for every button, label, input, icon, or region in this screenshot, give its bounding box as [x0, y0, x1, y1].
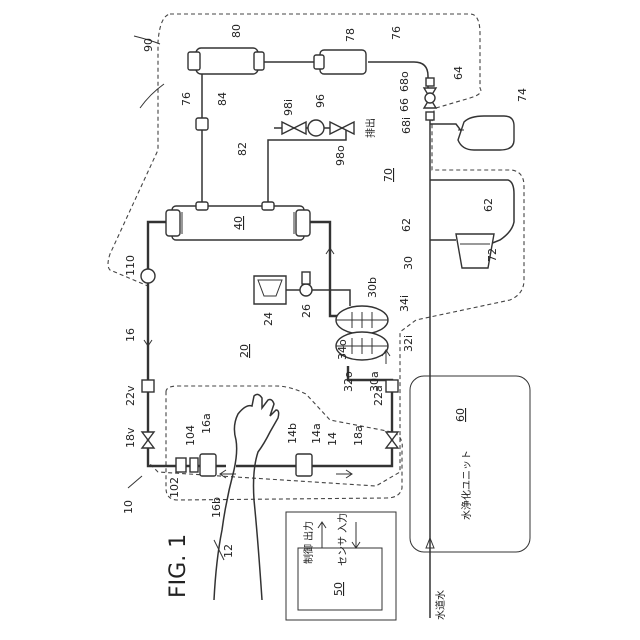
control-output-label: 制御 出力 — [302, 521, 315, 564]
label-70: 70 — [382, 168, 395, 182]
label-34o: 34o — [336, 339, 349, 360]
label-26: 26 — [300, 304, 313, 318]
water-purification-unit-label: 水浄化ユニット — [460, 450, 473, 520]
sensor-22a — [386, 380, 398, 392]
label-80: 80 — [230, 24, 243, 38]
clamp-18a — [386, 432, 398, 448]
label-16: 16 — [124, 328, 137, 342]
label-74: 74 — [516, 88, 529, 102]
container-74 — [458, 116, 514, 150]
tap-water-label: 水道水 — [434, 590, 447, 620]
japanese-labels: 排出 水道水 水浄化ユニット 制御 出力 センサ 入力 — [302, 118, 473, 620]
label-16b: 16b — [210, 497, 223, 518]
pressure-sensor-110 — [141, 269, 155, 283]
label-64: 64 — [452, 66, 465, 80]
label-14b: 14b — [286, 423, 299, 444]
label-78: 78 — [344, 28, 357, 42]
label-84: 84 — [216, 92, 229, 106]
boundary-20 — [166, 386, 402, 500]
connector-104 — [190, 458, 198, 472]
sensor-input-label: センサ 入力 — [336, 513, 349, 566]
label-50: 50 — [332, 582, 345, 596]
label-110: 110 — [124, 255, 137, 276]
line-82 — [268, 128, 346, 208]
valve-26 — [300, 272, 312, 296]
label-98i: 98i — [282, 99, 295, 116]
label-24: 24 — [262, 312, 275, 326]
pump-96-with-valves — [274, 120, 354, 136]
label-18a: 18a — [352, 425, 365, 446]
label-12: 12 — [222, 544, 235, 558]
filter-80 — [188, 48, 264, 74]
label-32i: 32i — [402, 335, 415, 352]
drain-label: 排出 — [364, 118, 377, 138]
label-72: 72 — [486, 248, 499, 262]
label-40: 40 — [232, 216, 245, 230]
label-16a: 16a — [200, 413, 213, 434]
connector-14a — [296, 454, 312, 476]
pump-to-dialyzer-line — [306, 222, 352, 316]
label-102: 102 — [168, 477, 181, 498]
svg-text:FIG. 1: FIG. 1 — [166, 534, 191, 598]
branch-to-74 — [430, 124, 462, 132]
label-18v: 18v — [124, 427, 137, 448]
label-22v: 22v — [124, 385, 137, 406]
sensor-84 — [196, 118, 208, 130]
label-96: 96 — [314, 94, 327, 108]
label-104: 104 — [184, 425, 197, 446]
drug-line — [282, 290, 350, 306]
label-14: 14 — [326, 432, 339, 446]
label-62a: 62 — [400, 218, 413, 232]
label-68o: 68o — [398, 71, 411, 92]
label-32o: 32o — [342, 371, 355, 392]
label-98o: 98o — [334, 145, 347, 166]
label-66: 66 — [398, 98, 411, 112]
connector-102 — [176, 458, 186, 472]
label-76a: 76 — [180, 92, 193, 106]
patient-arm-12 — [214, 394, 279, 600]
label-20: 20 — [238, 344, 251, 358]
label-30a: 30a — [368, 371, 381, 392]
label-62b: 62 — [482, 198, 495, 212]
label-30: 30 — [402, 256, 415, 270]
label-90: 90 — [142, 38, 155, 52]
valve-66 — [424, 78, 436, 120]
label-34i: 34i — [398, 295, 411, 312]
label-30b: 30b — [366, 277, 379, 298]
label-60: 60 — [454, 408, 467, 422]
label-76b: 76 — [390, 26, 403, 40]
clamp-18v — [142, 432, 154, 448]
label-68i: 68i — [400, 117, 413, 134]
label-10: 10 — [122, 500, 135, 514]
connector-16a — [200, 454, 216, 476]
syringe-24 — [254, 276, 296, 304]
label-14a: 14a — [310, 423, 323, 444]
figure-title: FIG. 1 — [166, 534, 191, 598]
label-82: 82 — [236, 142, 249, 156]
filter-78 — [314, 50, 366, 74]
sensor-22v — [142, 380, 154, 392]
